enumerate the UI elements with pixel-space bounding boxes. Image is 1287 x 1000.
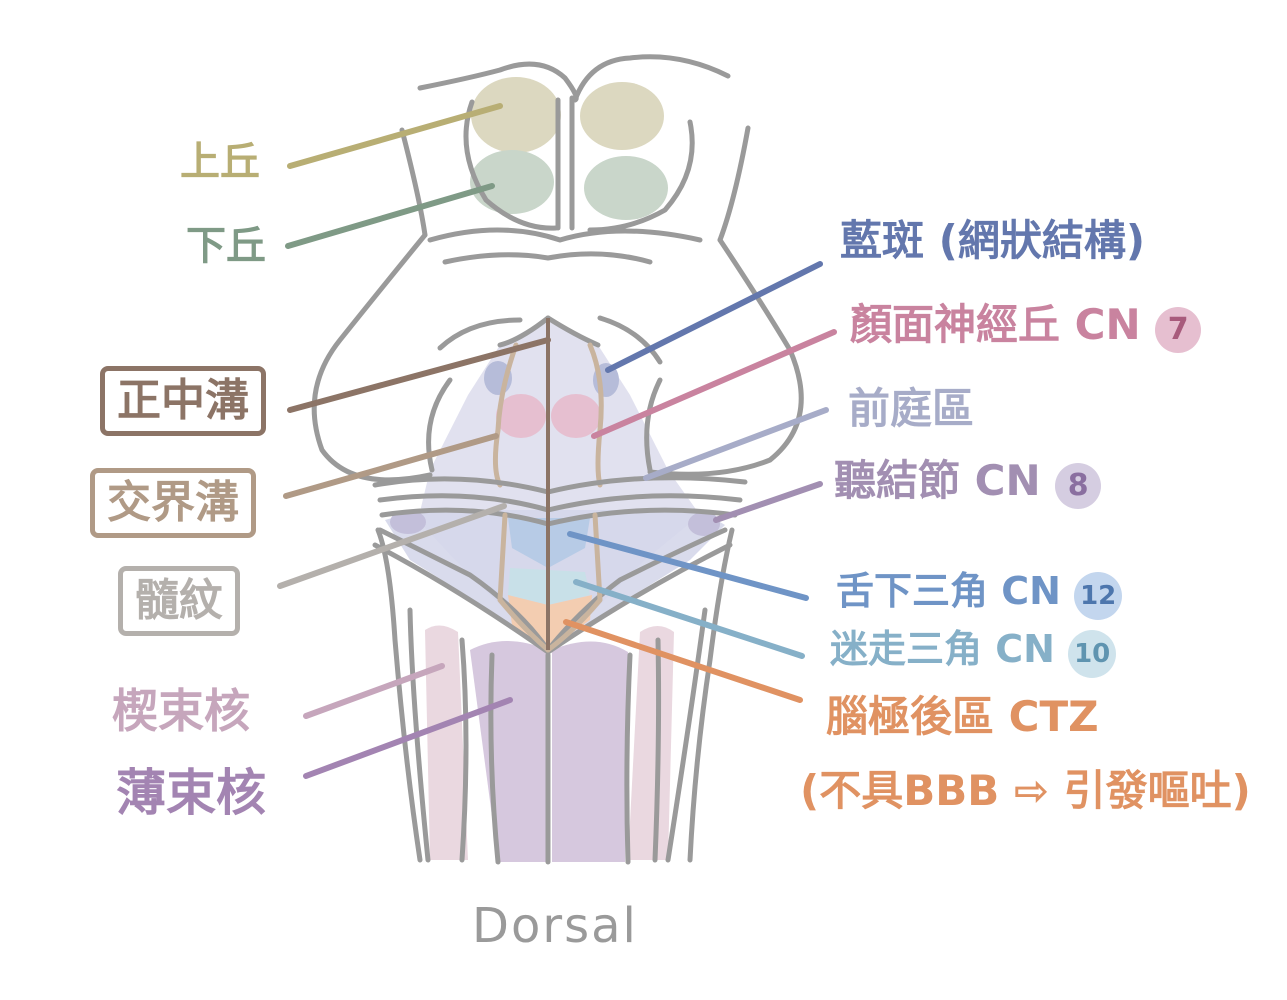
leader-cuneate-nucleus [303, 663, 445, 719]
right-inferior-colliculus [584, 156, 668, 220]
leader-locus-coeruleus [605, 261, 823, 373]
right-superior-colliculus [580, 82, 664, 150]
hypoglossal-trigone-text: 舌下三角 CN [836, 569, 1061, 613]
label-inferior-colliculus: 下丘 [186, 223, 266, 269]
view-label-dorsal: Dorsal [472, 898, 638, 954]
hypoglossal-trigone-cn-badge: 12 [1074, 572, 1123, 620]
label-striae-medullares: 髓紋 [118, 566, 240, 636]
right-gracile-tubercle [552, 641, 628, 862]
left-superior-colliculus [471, 77, 561, 153]
label-area-postrema-note: (不具BBB ⇨ 引發嘔吐) [800, 766, 1251, 815]
label-hypoglossal-trigone: 舌下三角 CN 12 [836, 569, 1123, 620]
right-cuneate-tubercle [628, 626, 674, 860]
leader-hypoglossal-trigone [567, 531, 809, 601]
left-inferior-colliculus [470, 150, 554, 214]
label-acoustic-tubercle: 聽結節 CN 8 [834, 460, 1102, 509]
label-sulcus-limitans: 交界溝 [90, 468, 256, 538]
label-median-sulcus: 正中溝 [100, 366, 266, 436]
label-vagal-trigone: 迷走三角 CN 10 [830, 627, 1117, 678]
label-locus-coeruleus: 藍斑 (網狀結構) [840, 216, 1146, 265]
vagal-trigone-text: 迷走三角 CN [830, 627, 1055, 671]
leader-vagal-trigone [573, 579, 805, 659]
acoustic-tubercle-cn-badge: 8 [1055, 463, 1102, 509]
leader-sulcus-limitans [283, 433, 499, 499]
leader-superior-colliculus [287, 103, 503, 169]
left-cuneate-tubercle [425, 625, 468, 860]
label-area-postrema: 腦極後區 CTZ [826, 692, 1099, 741]
leader-vestibular-area [643, 407, 829, 481]
label-superior-colliculus: 上丘 [180, 139, 260, 185]
right-facial-colliculus [551, 394, 601, 438]
label-cuneate-nucleus: 楔束核 [112, 684, 250, 738]
vagal-trigone-cn-badge: 10 [1068, 630, 1117, 678]
leader-median-sulcus [287, 337, 551, 413]
left-facial-colliculus [496, 394, 546, 438]
left-acoustic-tubercle [390, 510, 426, 534]
leader-inferior-colliculus [285, 183, 495, 249]
facial-colliculus-text: 顏面神經丘 CN [850, 300, 1141, 349]
leader-facial-colliculus [591, 329, 837, 439]
facial-colliculus-cn-badge: 7 [1155, 307, 1202, 353]
leader-area-postrema [563, 619, 803, 703]
leader-striae-medullares [277, 503, 507, 589]
leader-acoustic-tubercle [713, 481, 823, 523]
right-acoustic-tubercle [688, 512, 720, 536]
label-gracile-nucleus: 薄束核 [116, 764, 266, 822]
left-gracile-tubercle [470, 641, 548, 862]
label-facial-colliculus: 顏面神經丘 CN 7 [850, 304, 1202, 353]
leader-gracile-nucleus [303, 697, 513, 779]
label-vestibular-area: 前庭區 [848, 384, 975, 433]
acoustic-tubercle-text: 聽結節 CN [834, 456, 1041, 505]
